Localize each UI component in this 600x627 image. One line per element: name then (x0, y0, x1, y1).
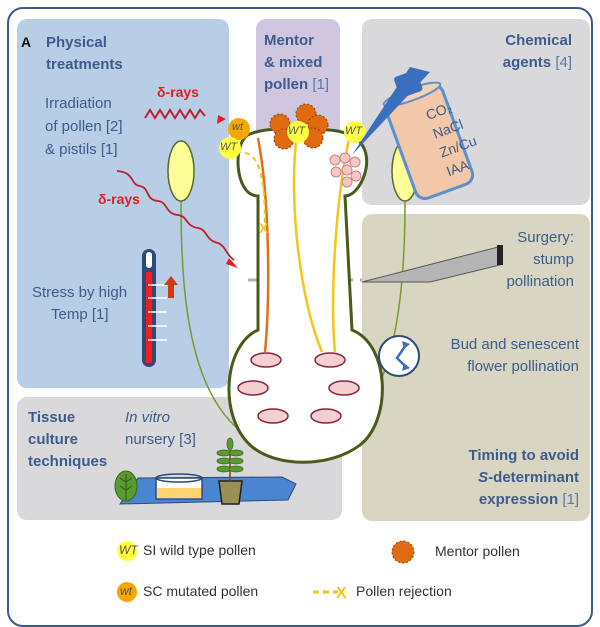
stress-line2: Temp [1] (51, 306, 109, 323)
rejected-tube (244, 152, 266, 226)
delta-ray-label-lower: δ-rays (98, 191, 140, 207)
physical-title-line2: treatments (46, 56, 123, 73)
thermometer-bulb-top (146, 252, 152, 268)
invitro-line1: In vitro (125, 409, 171, 426)
invitro-line2: nursery [3] (125, 431, 196, 448)
irradiation-line1: Irradiation (45, 95, 112, 112)
temp-up-arrow-shaft (168, 284, 174, 298)
legend-si-wild-label: SI wild type pollen (143, 542, 256, 558)
tissue-line2: culture (28, 431, 79, 448)
spray-nozzle (352, 67, 430, 155)
timing-line3-text: expression (478, 491, 559, 508)
timing-line3: expression [1] (479, 490, 579, 509)
mentor-line2: & mixed (264, 54, 323, 71)
scalpel-blade (361, 245, 503, 283)
ovule (310, 408, 342, 424)
stress-line1: Stress by high (32, 284, 128, 301)
surgery-line3: pollination (506, 273, 574, 290)
timing-s-italic: S (478, 469, 489, 486)
wt-pollen-label-left: WT (220, 141, 238, 153)
mentor-ref: [1] (312, 76, 330, 93)
mentor-line3: pollen [1] (264, 75, 329, 94)
culture-tray (119, 476, 297, 505)
thermometer-ticks (148, 284, 167, 341)
chemical-droplets (329, 152, 362, 188)
timing-line1: Timing to avoid (468, 447, 579, 464)
irradiation-line3: & pistils [1] (45, 141, 118, 158)
scalpel-handle-end (497, 245, 503, 265)
chemical-line2: agents [4] (503, 53, 572, 72)
wt-pollen-label-mid: WT (288, 125, 306, 137)
panel-letter: A (21, 34, 32, 50)
diagram-graphics: X (114, 67, 503, 602)
bud-line2: flower pollination (467, 358, 579, 375)
chemical-ref: [4] (555, 54, 572, 71)
mentor-line3-text: pollen (264, 76, 309, 93)
ovule (328, 380, 360, 396)
ovule (314, 352, 346, 368)
irradiation-line2: of pollen [2] (45, 118, 123, 135)
mentor-line1: Mentor (264, 32, 314, 49)
legend-wt-mutated-badge-text: wt (120, 584, 132, 598)
surgery-line1: Surgery: (517, 229, 574, 246)
legend-wt-badge (117, 541, 137, 561)
plant-pot (218, 480, 243, 505)
wt-pollen-grain-right (344, 121, 366, 143)
wt-pollen-grain-left (219, 137, 241, 159)
sc-pollen-grain (228, 118, 250, 140)
delta-ray-lower (116, 170, 235, 261)
ovule (250, 352, 282, 368)
delta-ray-label-upper: δ-rays (157, 84, 199, 100)
plant-leaves (216, 437, 244, 473)
tissue-line1: Tissue (28, 409, 76, 426)
wt-pollen-label-right: WT (345, 125, 363, 137)
chemical-line2-text: agents (502, 54, 552, 71)
physical-treatments-panel (17, 19, 229, 388)
timing-line2-rest: -determinant (488, 469, 579, 486)
legend-rejection-x: X (336, 585, 347, 602)
physical-title-line1: Physical (46, 34, 107, 51)
left-anther (167, 140, 195, 202)
chemical-line1: Chemical (505, 32, 572, 49)
timing-ref: [1] (562, 491, 579, 508)
legend-wt-badge-text: WT (119, 543, 138, 557)
thermometer-mercury (146, 272, 152, 363)
ovule (237, 380, 269, 396)
legend-mentor-label: Mentor pollen (435, 543, 520, 559)
sc-pollen-label: wt (232, 121, 243, 133)
delta-ray-upper-arrowhead (217, 115, 226, 124)
ovules (237, 352, 360, 424)
left-flower-stem (180, 201, 251, 439)
legend-wt-mutated-badge (117, 582, 137, 602)
surgery-line2: stump (533, 251, 574, 268)
sc-tube (256, 137, 270, 353)
rejection-x: X (259, 220, 269, 236)
delta-ray-lower-arrowhead (226, 258, 238, 268)
legend-mentor-circle (391, 540, 415, 564)
wt-tube-1 (292, 132, 324, 353)
legend-sc-mutated-label: SC mutated pollen (143, 583, 259, 599)
legend-rejection-label: Pollen rejection (356, 583, 452, 599)
wt-pollen-grain-mid (287, 121, 309, 143)
bud-line1: Bud and senescent (450, 336, 579, 353)
delta-ray-upper (144, 108, 206, 120)
timing-line2: S-determinant (478, 468, 579, 487)
ovule (257, 408, 289, 424)
tissue-line3: techniques (28, 453, 108, 470)
